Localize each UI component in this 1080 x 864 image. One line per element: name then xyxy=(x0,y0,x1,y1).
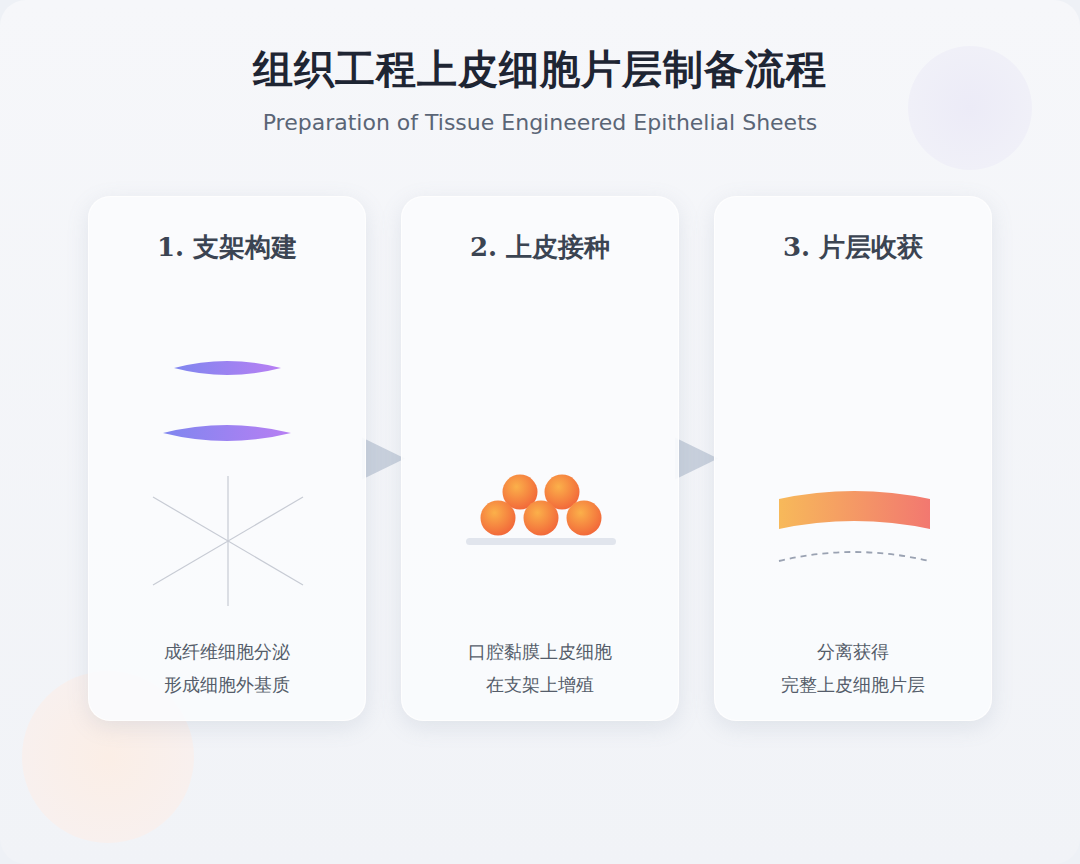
diagram-title: 组织工程上皮细胞片层制备流程 xyxy=(0,42,1080,97)
step-description: 口腔黏膜上皮细胞 在支架上增殖 xyxy=(468,635,612,701)
step-heading: 3. 片层收获 xyxy=(715,230,991,265)
matrix-lines xyxy=(153,476,303,606)
cell xyxy=(481,501,516,536)
cell xyxy=(524,501,559,536)
step-heading: 2. 上皮接种 xyxy=(402,230,678,265)
separation-line xyxy=(779,552,929,561)
step-heading: 1. 支架构建 xyxy=(89,230,365,265)
step-description: 分离获得 完整上皮细胞片层 xyxy=(781,635,925,701)
flow-arrow xyxy=(675,438,718,480)
step-description: 成纤维细胞分泌 形成细胞外基质 xyxy=(158,635,296,701)
scaffold-illustration xyxy=(89,197,367,713)
fiber xyxy=(163,425,291,441)
cells-illustration xyxy=(402,197,680,713)
flow-arrow xyxy=(362,438,405,480)
scaffold-base xyxy=(466,538,616,545)
epithelial-sheet xyxy=(779,491,930,529)
diagram-subtitle: Preparation of Tissue Engineered Epithel… xyxy=(0,110,1080,135)
step-card: 2. 上皮接种口腔黏膜上皮细胞 在支架上增殖 xyxy=(401,196,679,721)
deco-circle xyxy=(908,46,1032,170)
step-card: 3. 片层收获分离获得 完整上皮细胞片层 xyxy=(714,196,992,721)
step-card: 1. 支架构建成纤维细胞分泌 形成细胞外基质 xyxy=(88,196,366,721)
fiber xyxy=(174,361,281,375)
sheet-illustration xyxy=(715,197,993,713)
cell xyxy=(567,501,602,536)
